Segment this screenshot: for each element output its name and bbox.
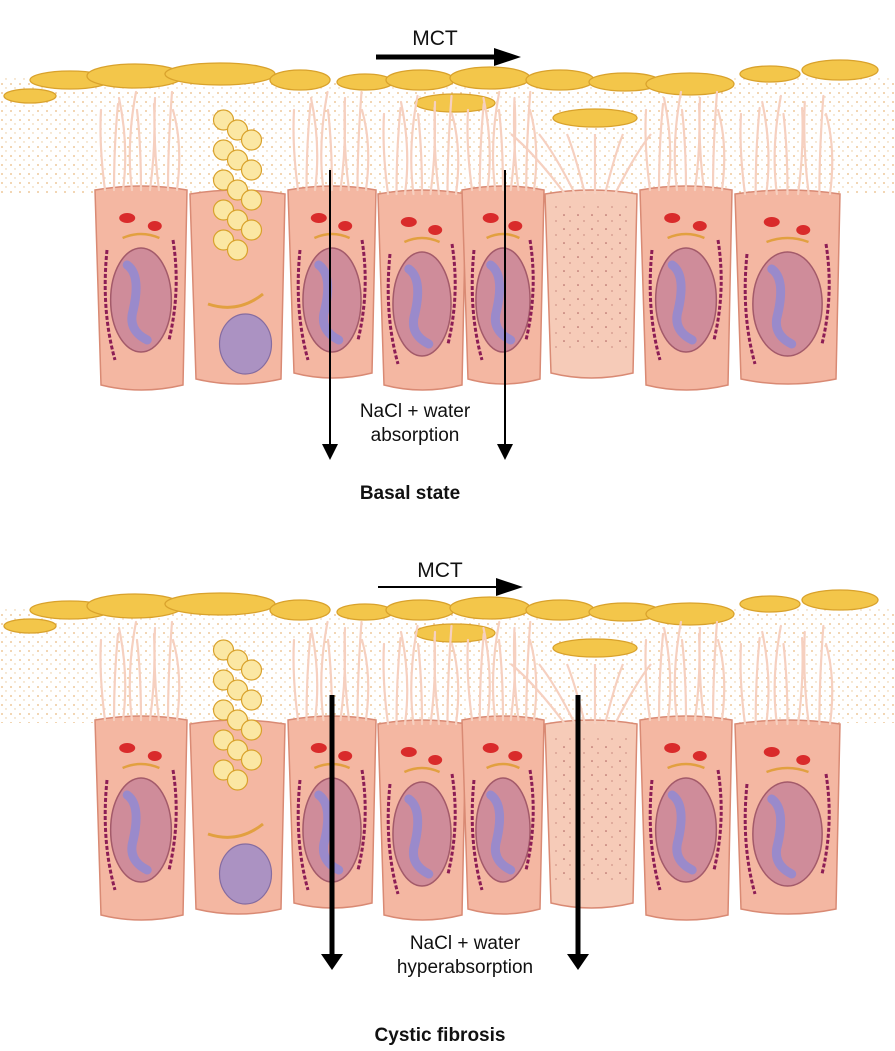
mitochondrion: [311, 213, 327, 223]
flux-line2-cf: hyperabsorption: [370, 956, 560, 980]
mitochondrion: [508, 751, 522, 761]
mucin-granule: [228, 240, 248, 260]
flux-label-cf: NaCl + water hyperabsorption: [370, 932, 560, 980]
mucin-granule: [242, 750, 262, 770]
mitochondrion: [119, 213, 135, 223]
mitochondrion: [764, 217, 780, 227]
mucin-granule: [242, 220, 262, 240]
mucin-granule: [242, 690, 262, 710]
mucus-flake: [270, 600, 330, 620]
flux-line2-basal: absorption: [330, 424, 500, 448]
mucus-flake: [450, 597, 530, 619]
mucin-granule: [242, 160, 262, 180]
mct-label-cf: MCT: [400, 558, 480, 584]
basal-state-panel: [0, 48, 895, 460]
mucus-flake: [526, 600, 594, 620]
mucin-granule: [242, 720, 262, 740]
mct-arrowhead: [494, 48, 521, 66]
mitochondrion: [693, 221, 707, 231]
mitochondrion: [338, 751, 352, 761]
mitochondrion: [764, 747, 780, 757]
mitochondrion: [401, 747, 417, 757]
flux-label-basal: NaCl + water absorption: [330, 400, 500, 448]
nucleus: [220, 314, 272, 374]
mucus-flake: [526, 70, 594, 90]
mitochondrion: [664, 743, 680, 753]
mitochondrion: [664, 213, 680, 223]
nucleus: [220, 844, 272, 904]
mucus-flake: [337, 604, 393, 620]
mitochondrion: [796, 755, 810, 765]
absorption-arrowhead: [321, 954, 343, 970]
mitochondrion: [311, 743, 327, 753]
mucus-flake: [553, 109, 637, 127]
mitochondrion: [428, 755, 442, 765]
mucus-flake: [646, 603, 734, 625]
mitochondrion: [796, 225, 810, 235]
mucus-flake: [386, 600, 454, 620]
flux-line1-basal: NaCl + water: [330, 400, 500, 424]
secretory-granules: [553, 734, 629, 883]
mucus-flake: [4, 619, 56, 633]
mitochondrion: [119, 743, 135, 753]
absorption-arrowhead: [567, 954, 589, 970]
cystic-fibrosis-panel: [0, 578, 895, 970]
secretory-granules: [553, 204, 629, 353]
mitochondrion: [508, 221, 522, 231]
mitochondrion: [148, 221, 162, 231]
mucus-flake: [165, 593, 275, 615]
mitochondrion: [338, 221, 352, 231]
mucin-granule: [228, 770, 248, 790]
caption-cf: Cystic fibrosis: [340, 1024, 540, 1048]
mucus-flake: [646, 73, 734, 95]
mucin-granule: [242, 130, 262, 150]
mitochondrion: [483, 743, 499, 753]
mucus-flake: [553, 639, 637, 657]
mitochondrion: [483, 213, 499, 223]
mitochondrion: [428, 225, 442, 235]
mucus-flake: [802, 590, 878, 610]
mucin-granule: [242, 660, 262, 680]
mucin-granule: [242, 190, 262, 210]
mucus-flake: [165, 63, 275, 85]
mucus-flake: [386, 70, 454, 90]
mucus-flake: [337, 74, 393, 90]
mitochondrion: [401, 217, 417, 227]
mucus-flake: [450, 67, 530, 89]
mucus-flake: [802, 60, 878, 80]
mucus-flake: [270, 70, 330, 90]
mitochondrion: [148, 751, 162, 761]
mct-arrowhead: [496, 578, 523, 596]
mucus-flake: [740, 596, 800, 612]
mct-label-basal: MCT: [395, 26, 475, 52]
flux-line1-cf: NaCl + water: [370, 932, 560, 956]
mucus-flake: [4, 89, 56, 103]
caption-basal: Basal state: [320, 482, 500, 506]
mucus-flake: [740, 66, 800, 82]
mitochondrion: [693, 751, 707, 761]
